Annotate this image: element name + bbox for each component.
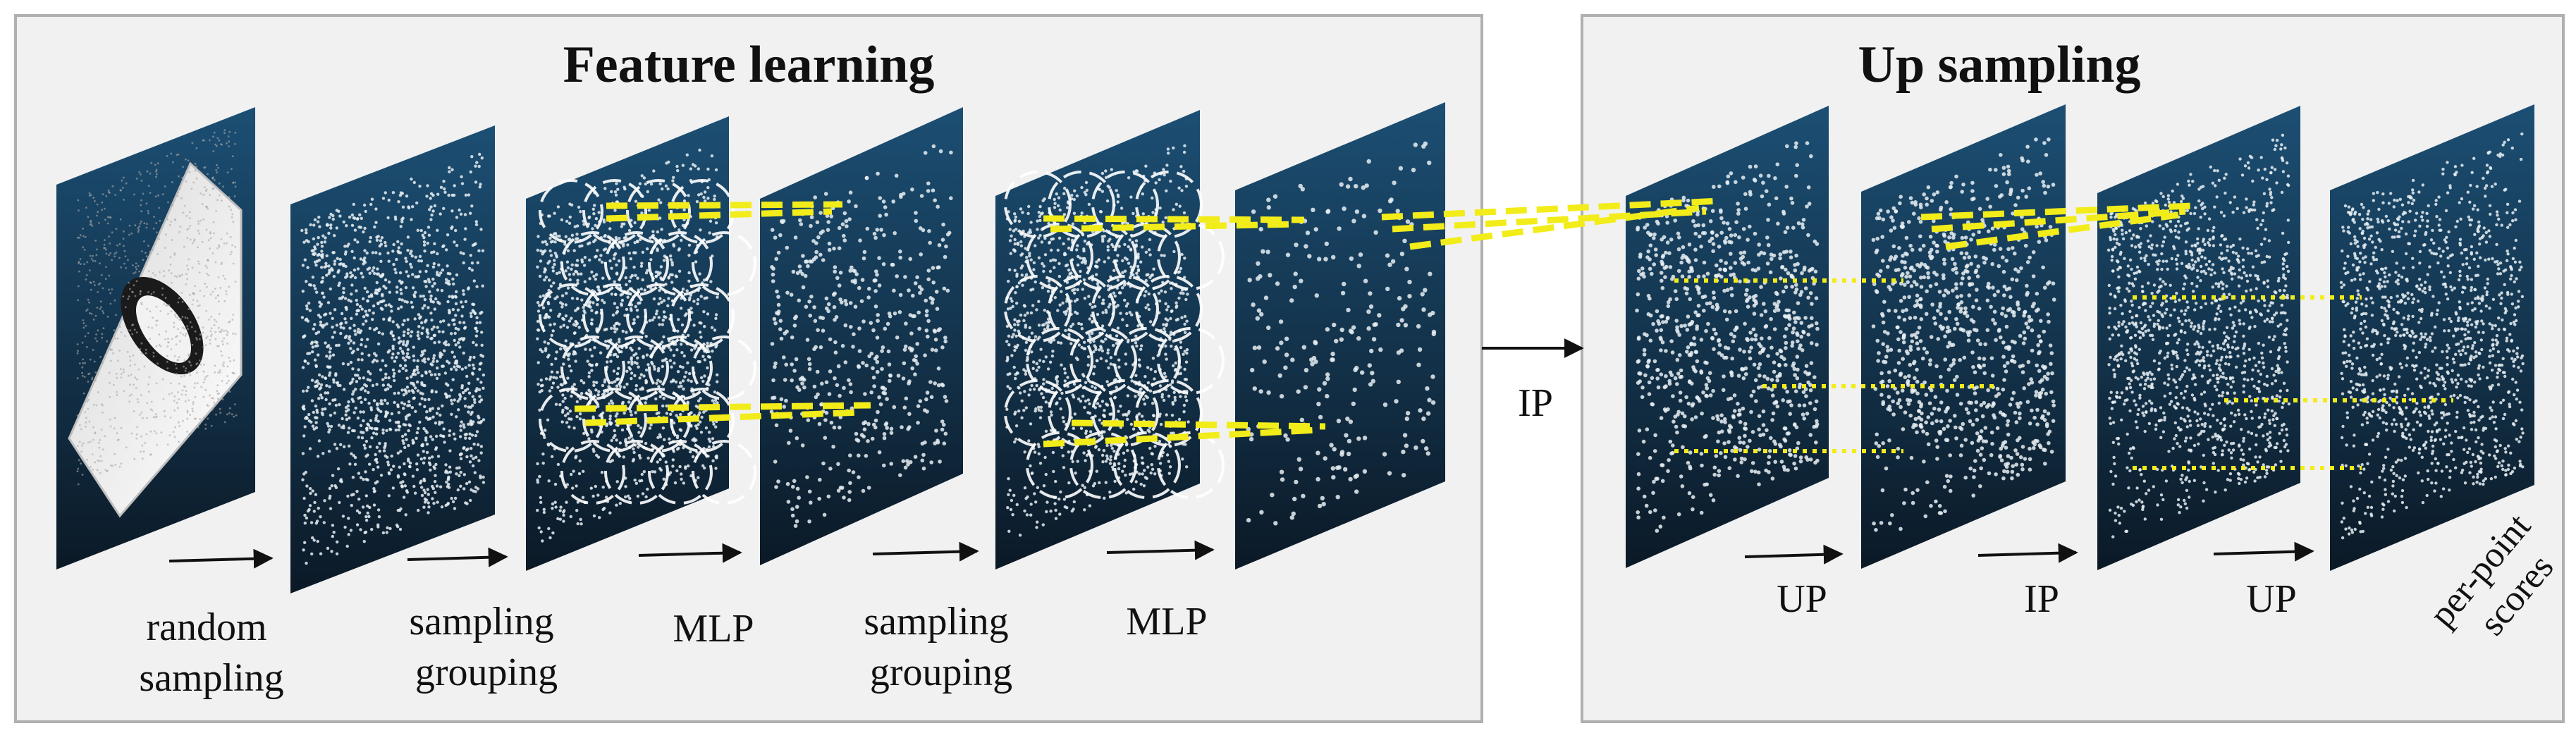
grouping-circle (1091, 379, 1159, 447)
step-label-mlp-2: MLP (1126, 600, 1207, 644)
plane-2 (290, 125, 495, 593)
step-label-sampling-grouping-2: sampling grouping (864, 600, 1018, 694)
grouping-circle (582, 283, 647, 348)
step-label-sampling-grouping-1: sampling grouping (409, 600, 563, 694)
grouping-circle (1069, 223, 1137, 290)
grouping-circle (626, 179, 691, 244)
arrow-sampling-grouping-2 (872, 541, 979, 562)
arrow-mlp-1 (638, 543, 742, 563)
skip-connection-dashed (1392, 208, 1707, 233)
step-label-random-sampling: random sampling (139, 605, 283, 700)
grouping-circle (1069, 327, 1137, 395)
arrow-mlp-2 (1106, 540, 1215, 560)
grouping-circle (1157, 223, 1225, 290)
plane-4 (760, 107, 963, 565)
grouping-circle (670, 283, 735, 348)
skip-connection-dashed (606, 201, 843, 209)
grouping-circle (1135, 171, 1203, 238)
step-label-ip: IP (2024, 577, 2059, 621)
grouping-circle (539, 283, 603, 348)
grouping-circles (539, 171, 1225, 505)
skip-connection-dashed (1945, 211, 2179, 250)
grouping-circle (1113, 431, 1181, 499)
grouping-circle (560, 440, 625, 505)
grouping-circle (648, 440, 713, 505)
arrow-sampling-grouping-1 (407, 547, 508, 567)
plane-10 (2330, 104, 2534, 571)
arrow-up-1 (1744, 544, 1844, 565)
step-label-mlp-1: MLP (673, 607, 754, 651)
grouping-circle (582, 388, 647, 452)
skip-connection-dashed (1931, 208, 2186, 233)
arrow-up-2 (2213, 541, 2314, 562)
grouping-circle (560, 335, 625, 400)
skip-connection-dashed (1050, 221, 1298, 233)
skip-connections (574, 197, 2453, 470)
grouping-circle (1026, 431, 1093, 499)
grouping-circle (1157, 431, 1225, 499)
plane-1 (56, 107, 255, 569)
grouping-circle (1113, 327, 1181, 395)
grouping-circle (648, 231, 713, 296)
skip-connection-dashed (1043, 215, 1305, 223)
grouping-circle (1113, 223, 1181, 290)
grouping-circle (1048, 379, 1115, 447)
grouping-circle (1135, 379, 1203, 447)
grouping-circle (626, 283, 691, 348)
up-sampling-title: Up sampling (1858, 36, 2141, 94)
feature-learning-title: Feature learning (563, 36, 935, 94)
skip-connection-dashed (584, 409, 861, 426)
grouping-circle (1069, 431, 1137, 499)
grouping-circle (692, 231, 756, 296)
bridge-label-ip: IP (1518, 381, 1553, 425)
grouping-circle (539, 179, 603, 244)
skip-connection-dashed (1071, 419, 1326, 430)
grouping-circle (604, 440, 669, 505)
skip-connection-dashed (606, 208, 833, 222)
grouping-circle (1157, 327, 1225, 395)
point-cloud-planes (56, 102, 2534, 593)
grouping-circle (560, 231, 625, 296)
arrow-ip (1977, 543, 2078, 563)
grouping-circle (692, 335, 756, 400)
grouping-circle (582, 179, 647, 244)
grouping-circle (1026, 223, 1093, 290)
grouping-circle (670, 388, 735, 452)
skip-connection-dashed (1920, 202, 2193, 221)
grouping-circle (604, 231, 669, 296)
plane-8 (1861, 104, 2066, 569)
skip-connection-dashed (1043, 426, 1319, 448)
skip-connection-dashed (574, 402, 871, 412)
skip-connection-dashed (1409, 204, 1700, 250)
step-label-up-1: UP (1777, 577, 1827, 621)
grouping-circle (1048, 171, 1115, 238)
step-arrows (168, 338, 2314, 569)
grouping-circle (1004, 379, 1072, 447)
arrow-random-sampling (168, 548, 274, 569)
grouping-circle (692, 440, 756, 505)
step-label-up-2: UP (2246, 577, 2297, 621)
grouping-circle (1004, 171, 1072, 238)
grouping-circle (1091, 171, 1159, 238)
grouping-circle (1135, 275, 1203, 343)
grouping-circle (1048, 275, 1115, 343)
grouping-circle (1004, 275, 1072, 343)
skip-connection-dashed (1381, 197, 1721, 221)
grouping-circle (648, 335, 713, 400)
grouping-circle (1026, 327, 1093, 395)
grouping-circle (604, 335, 669, 400)
grouping-circle (1091, 275, 1159, 343)
